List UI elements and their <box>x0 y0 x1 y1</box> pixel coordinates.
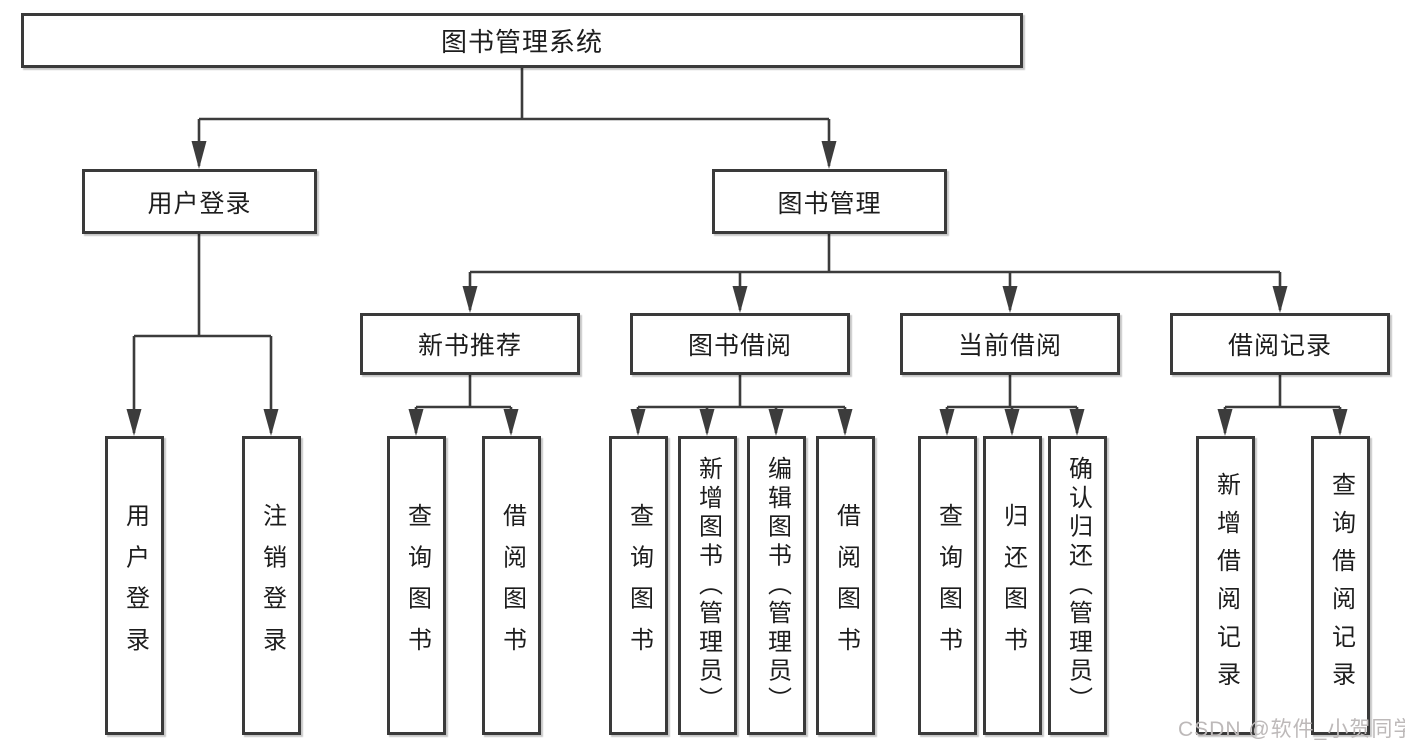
node-borrow-records: 借阅记录 <box>1170 313 1390 375</box>
node-book-management: 图书管理 <box>712 169 947 234</box>
leaf-label: 查询借阅记录 <box>1327 471 1355 700</box>
leaf-label: 查询图书 <box>625 502 653 669</box>
leaf-label: 借阅图书 <box>498 502 526 669</box>
node-user-login: 用户登录 <box>82 169 317 234</box>
node-label: 图书管理系统 <box>440 27 603 57</box>
leaf-add-books-admin: 新增图书（管理员） <box>678 436 737 735</box>
leaf-label: 新增借阅记录 <box>1212 471 1240 700</box>
leaf-return-books: 归还图书 <box>983 436 1042 735</box>
node-label: 当前借阅 <box>957 332 1062 360</box>
leaf-label: 用户登录 <box>121 502 149 669</box>
leaf-query-books-current: 查询图书 <box>918 436 977 735</box>
leaf-label: 确认归还（管理员） <box>1064 455 1092 716</box>
leaf-label: 查询图书 <box>403 502 431 669</box>
leaf-label: 查询图书 <box>934 502 962 669</box>
leaf-user-login: 用户登录 <box>105 436 164 735</box>
csdn-watermark: CSDN @软件_小贺同学 <box>1178 718 1405 741</box>
node-library-management-system: 图书管理系统 <box>21 13 1023 68</box>
leaf-label: 注销登录 <box>258 502 286 669</box>
leaf-borrow-books-recommend: 借阅图书 <box>482 436 541 735</box>
node-label: 图书借阅 <box>687 332 792 360</box>
node-label: 新书推荐 <box>417 332 522 360</box>
leaf-query-borrow-record: 查询借阅记录 <box>1311 436 1370 735</box>
leaf-label: 新增图书（管理员） <box>694 455 722 716</box>
node-book-borrow: 图书借阅 <box>630 313 850 375</box>
leaf-query-books-borrow: 查询图书 <box>609 436 668 735</box>
leaf-label: 归还图书 <box>999 502 1027 669</box>
node-new-book-recommend: 新书推荐 <box>360 313 580 375</box>
node-current-borrow: 当前借阅 <box>900 313 1120 375</box>
leaf-edit-books-admin: 编辑图书（管理员） <box>747 436 806 735</box>
leaf-label: 编辑图书（管理员） <box>763 455 791 716</box>
leaf-query-books-recommend: 查询图书 <box>387 436 446 735</box>
node-label: 用户登录 <box>147 189 252 218</box>
leaf-confirm-return-admin: 确认归还（管理员） <box>1048 436 1107 735</box>
leaf-add-borrow-record: 新增借阅记录 <box>1196 436 1255 735</box>
leaf-label: 借阅图书 <box>832 502 860 669</box>
node-label: 借阅记录 <box>1227 332 1332 360</box>
node-label: 图书管理 <box>777 189 882 218</box>
leaf-logout: 注销登录 <box>242 436 301 735</box>
leaf-borrow-books: 借阅图书 <box>816 436 875 735</box>
